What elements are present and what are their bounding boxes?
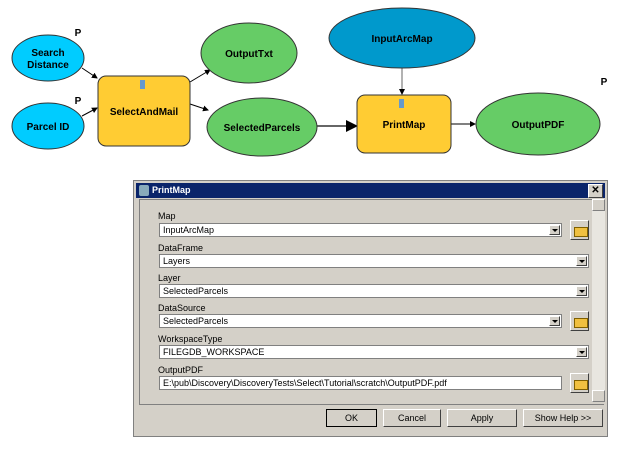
folder-icon — [574, 227, 588, 237]
datasource-value: SelectedParcels — [163, 316, 229, 326]
node-label: SelectedParcels — [224, 123, 301, 134]
connector — [189, 103, 209, 112]
connector — [81, 67, 98, 79]
script-tool-icon — [140, 80, 145, 89]
print-map-node[interactable] — [356, 94, 452, 154]
print-map-dialog: PrintMap ✕ Map InputArcMap DataFrame Lay… — [133, 180, 608, 437]
node-label: SelectAndMail — [110, 107, 179, 118]
scroll-up-arrow[interactable] — [592, 199, 605, 211]
ok-button[interactable]: OK — [326, 409, 377, 427]
parameter-marker: P — [601, 77, 608, 88]
connector — [189, 69, 211, 83]
workspacetype-label: WorkspaceType — [158, 334, 223, 344]
dropdown-arrow-icon[interactable] — [576, 256, 587, 266]
dataframe-label: DataFrame — [158, 243, 204, 253]
datasource-label: DataSource — [158, 303, 206, 313]
layer-value: SelectedParcels — [163, 286, 229, 296]
dropdown-arrow-icon[interactable] — [576, 286, 587, 296]
output-txt-node[interactable] — [200, 22, 298, 84]
select-and-mail-node[interactable] — [97, 75, 191, 147]
node-label: Parcel ID — [27, 122, 70, 133]
show-help-button[interactable]: Show Help >> — [523, 409, 603, 427]
dialog-title: PrintMap — [152, 185, 191, 195]
node-label: PrintMap — [383, 120, 426, 131]
workspacetype-value: FILEGDB_WORKSPACE — [163, 347, 265, 357]
outputpdf-label: OutputPDF — [158, 365, 204, 375]
dropdown-arrow-icon[interactable] — [576, 347, 587, 357]
model-diagram: Search Distance Parcel ID SelectAndMail … — [11, 7, 608, 157]
node-label: OutputPDF — [512, 120, 565, 131]
workspacetype-combobox[interactable]: FILEGDB_WORKSPACE — [159, 345, 589, 359]
outputpdf-browse-button[interactable] — [570, 373, 589, 393]
tool-icon — [139, 185, 149, 196]
scroll-down-arrow[interactable] — [592, 390, 605, 402]
dataframe-combobox[interactable]: Layers — [159, 254, 589, 268]
node-label: Search — [31, 48, 64, 59]
parcel-id-node[interactable] — [11, 102, 85, 150]
search-distance-node[interactable] — [11, 34, 85, 82]
script-tool-icon — [399, 99, 404, 108]
connector — [81, 107, 98, 117]
datasource-browse-button[interactable] — [570, 311, 589, 331]
layer-combobox[interactable]: SelectedParcels — [159, 284, 589, 298]
apply-button[interactable]: Apply — [447, 409, 517, 427]
dropdown-arrow-icon[interactable] — [549, 225, 560, 235]
node-label: Distance — [27, 60, 69, 71]
node-label: InputArcMap — [371, 34, 432, 45]
map-label: Map — [158, 211, 176, 221]
parameter-marker: P — [75, 28, 82, 39]
folder-icon — [574, 318, 588, 328]
selected-parcels-node[interactable] — [206, 97, 318, 157]
parameters-panel: Map InputArcMap DataFrame Layers Layer S… — [139, 199, 604, 405]
node-label: OutputTxt — [225, 49, 273, 60]
input-arc-map-node[interactable] — [328, 7, 476, 69]
datasource-combobox[interactable]: SelectedParcels — [159, 314, 562, 328]
outputpdf-value: E:\pub\Discovery\DiscoveryTests\Select\T… — [163, 378, 447, 388]
dataframe-value: Layers — [163, 256, 191, 266]
layer-label: Layer — [158, 273, 181, 283]
map-value: InputArcMap — [163, 225, 215, 235]
vertical-scrollbar[interactable] — [592, 199, 605, 402]
parameter-marker: P — [75, 96, 82, 107]
map-browse-button[interactable] — [570, 220, 589, 240]
title-bar[interactable]: PrintMap ✕ — [136, 183, 605, 198]
folder-icon — [574, 380, 588, 390]
map-combobox[interactable]: InputArcMap — [159, 223, 562, 237]
close-button[interactable]: ✕ — [588, 184, 603, 198]
output-pdf-node[interactable] — [475, 92, 601, 156]
dropdown-arrow-icon[interactable] — [549, 316, 560, 326]
outputpdf-input[interactable]: E:\pub\Discovery\DiscoveryTests\Select\T… — [159, 376, 562, 390]
cancel-button[interactable]: Cancel — [383, 409, 441, 427]
